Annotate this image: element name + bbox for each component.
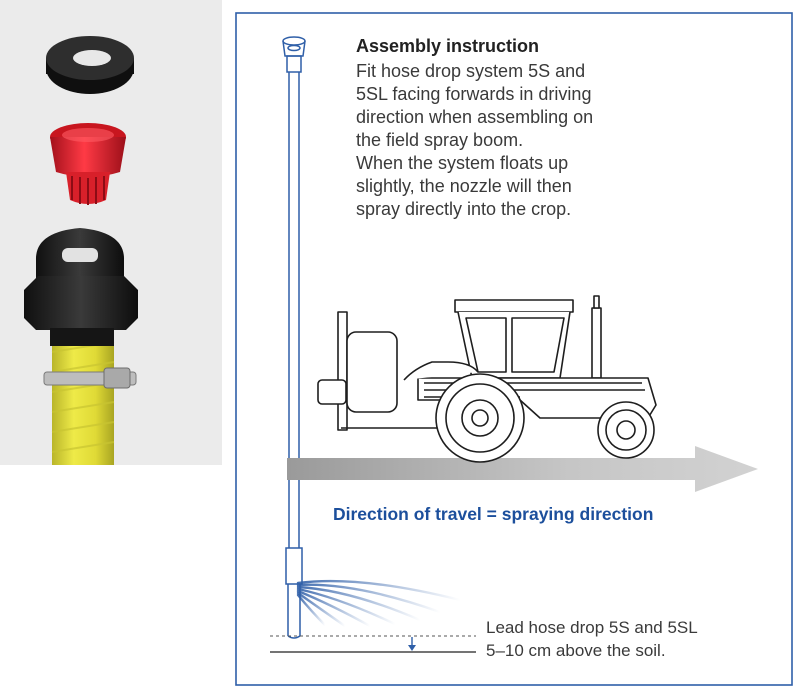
instruction-line: slightly, the nozzle will then [356,176,572,196]
note-line: Lead hose drop 5S and 5SL [486,618,698,637]
instruction-line: Fit hose drop system 5S and [356,61,586,81]
soil-reference [270,635,476,653]
instruction-body: Fit hose drop system 5S and 5SL facing f… [356,60,593,221]
instruction-heading: Assembly instruction [356,36,540,56]
hose-drop-pipe [282,36,306,639]
instruction-line: direction when assembling on [356,107,594,127]
instruction-line: When the system floats up [356,153,569,173]
travel-direction-arrow [287,446,758,492]
sealing-ring [46,36,134,94]
instruction-line: spray directly into the crop. [356,199,572,219]
travel-direction-label: Direction of travel = spraying direction [333,504,654,524]
hose-height-note: Lead hose drop 5S and 5SL 5–10 cm above … [486,616,698,662]
tractor-outline [317,295,657,463]
bayonet-cap-with-hose [24,228,138,465]
instruction-line: 5SL facing forwards in driving [356,84,592,104]
diagram-frame [235,12,793,686]
instruction-line: the field spray boom. [356,130,524,150]
spray-fan [296,579,462,628]
red-nozzle-insert [50,123,126,205]
note-line: 5–10 cm above the soil. [486,641,666,660]
